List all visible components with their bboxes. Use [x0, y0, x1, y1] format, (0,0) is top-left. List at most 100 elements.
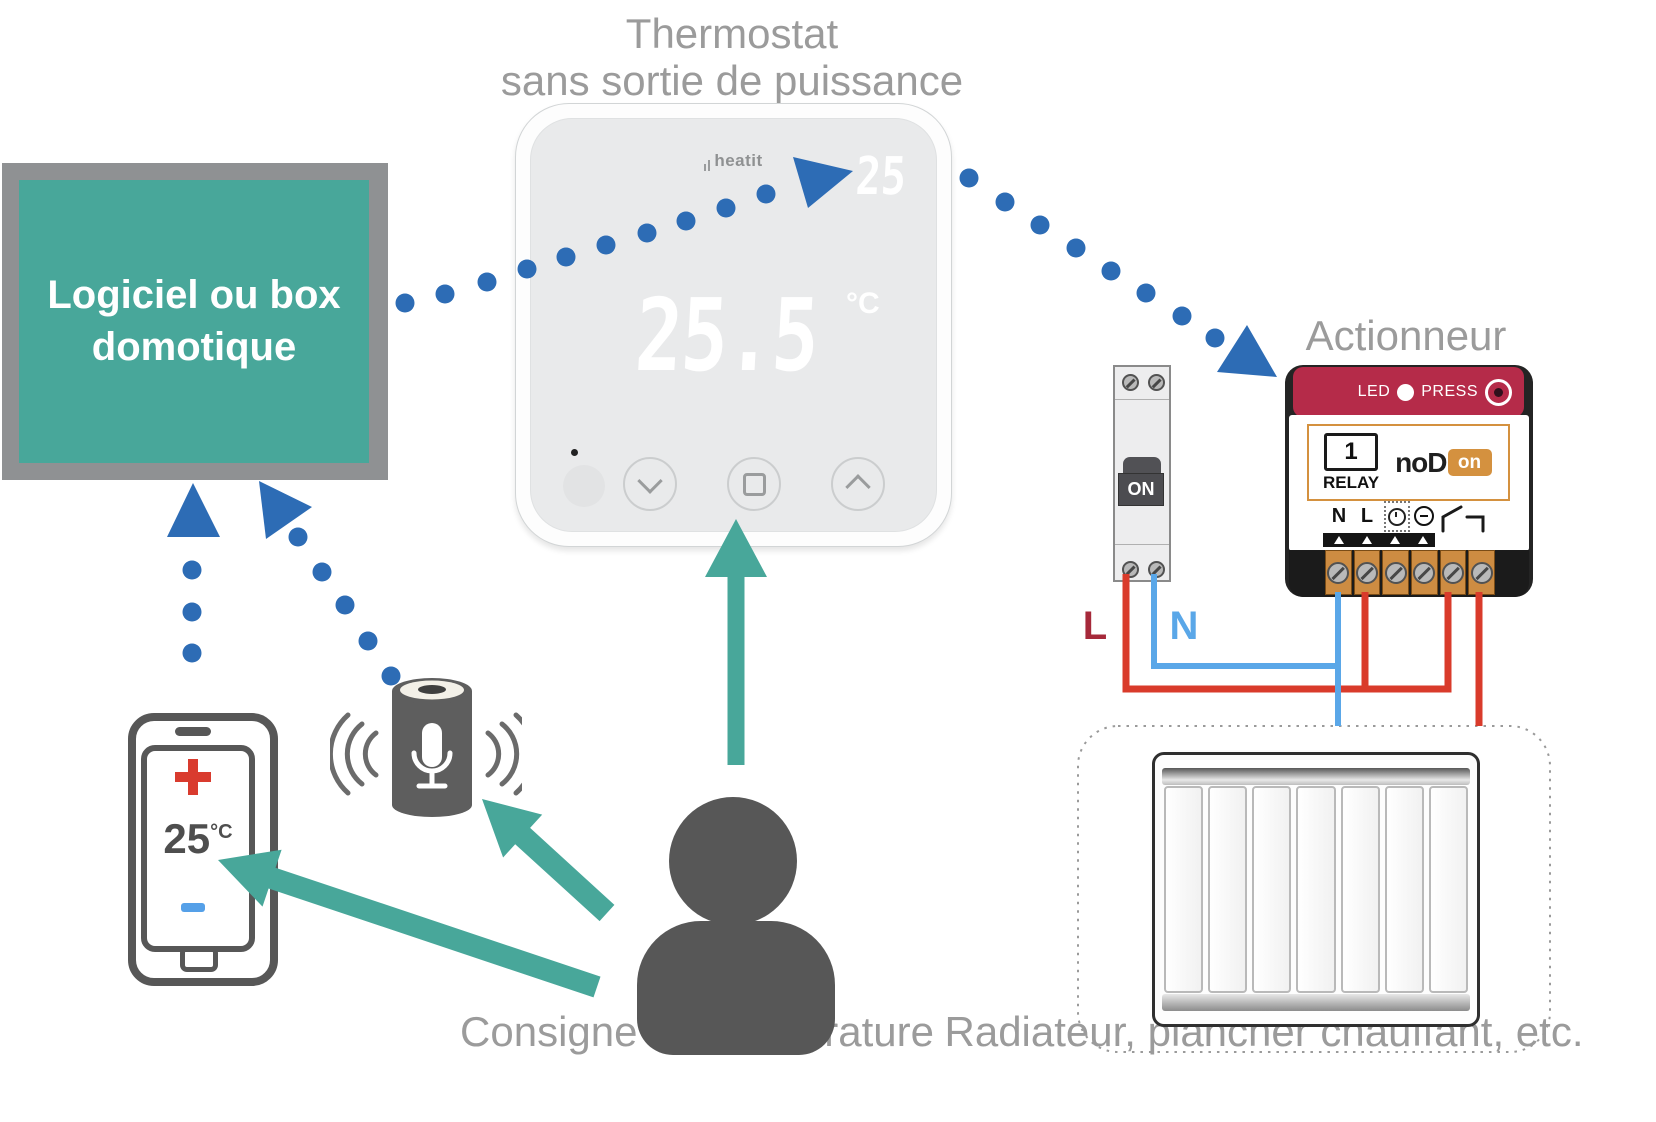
actuator-device: LED PRESS 1 RELAY noD on N L [1285, 365, 1533, 597]
dotted-line-speaker-to-box [288, 527, 401, 686]
terminal-arrow-icon [1334, 536, 1344, 544]
box-label-line1: Logiciel ou box [47, 273, 341, 318]
square-button-icon [742, 472, 766, 496]
box-label-line2: domotique [91, 324, 297, 369]
person-body [637, 921, 835, 1055]
terminal-arrow-icon [1362, 536, 1372, 544]
dot-icon [182, 643, 202, 663]
radiator-slat [1428, 786, 1468, 993]
radiator-slat [1384, 786, 1424, 993]
neutral-wire-label: N [1169, 604, 1199, 648]
terminal-row [1325, 550, 1496, 595]
minus-circle-icon [1414, 506, 1434, 526]
screw-icon [1470, 561, 1493, 584]
thermostat-temperature-display: 25.5 [632, 277, 821, 394]
press-button-icon [1485, 378, 1512, 406]
dotted-line-phone-to-box [182, 560, 202, 663]
thermostat-confirm-button [727, 457, 781, 511]
dot-icon [477, 272, 497, 292]
relay-count-block: 1 RELAY [1323, 432, 1380, 493]
arrowhead-phone-to-box-icon [167, 483, 220, 537]
led-indicator-icon [1397, 383, 1415, 401]
screw-icon [1384, 561, 1407, 584]
dotted-line-thermostat-to-actuator [959, 168, 1225, 348]
terminal-arrow-icon [1418, 536, 1428, 544]
thermostat-unit: °C [846, 287, 880, 320]
dot-icon [1136, 283, 1156, 303]
nodon-logo-chip: on [1447, 449, 1492, 476]
person-icon [669, 797, 797, 925]
dot-icon [1101, 261, 1121, 281]
dot-icon [335, 595, 355, 615]
terminal-label-l: L [1360, 505, 1374, 527]
breaker-divider [1115, 399, 1169, 400]
thermostat-face: heatit 25 25.5 °C [530, 118, 937, 532]
thermostat-title: Thermostat sans sortie de puissance [501, 10, 963, 104]
terminal-cell [1439, 550, 1467, 595]
dot-icon [395, 293, 415, 313]
radiator-slats [1162, 786, 1470, 993]
phone-screen: 25°C [141, 745, 255, 952]
thermostat-brand: heatit [714, 151, 763, 170]
radiator-slat [1208, 786, 1248, 993]
terminal-arrow-strip [1323, 533, 1435, 547]
radiator-slat [1164, 786, 1204, 993]
screw-icon [1327, 561, 1350, 584]
timer-icon [1384, 501, 1410, 532]
live-wire-label: L [1082, 604, 1108, 648]
radiator-slat [1252, 786, 1292, 993]
breaker-divider [1115, 544, 1169, 545]
phone-temperature-value: 25 [163, 815, 211, 862]
thermostat-up-button [831, 457, 885, 511]
radiator-slat [1296, 786, 1336, 993]
terminal-cell [1353, 550, 1381, 595]
screw-icon [1356, 561, 1378, 584]
dot-icon [182, 602, 202, 622]
screw-icon [1122, 374, 1139, 391]
terminal-label-n: N [1331, 505, 1347, 527]
radiator-bottom-bar [1162, 994, 1470, 1011]
circuit-breaker: ON [1113, 365, 1171, 582]
relay-count: 1 [1324, 432, 1379, 471]
screw-icon [1413, 561, 1436, 584]
screw-icon [1148, 561, 1165, 578]
nodon-logo: noD on [1395, 447, 1492, 479]
chevron-up-icon [845, 474, 871, 500]
terminal-arrow-icon [1390, 536, 1400, 544]
phone-temperature: 25°C [147, 815, 249, 863]
terminal-cell [1468, 550, 1496, 595]
arrowhead-speaker-to-box-icon [259, 481, 312, 539]
thermostat-title-line1: Thermostat [625, 10, 839, 57]
led-label: LED [1357, 383, 1391, 400]
brand-bar-icon [708, 160, 711, 171]
brand-bar-icon [704, 164, 707, 171]
radiator-top-bar [1162, 768, 1470, 785]
actuator-label-frame: 1 RELAY noD on [1307, 424, 1510, 501]
sound-waves-left-icon [330, 712, 379, 796]
relay-label: RELAY [1323, 472, 1380, 492]
phone-temperature-unit: °C [210, 821, 233, 843]
phone-speaker-slot [175, 727, 211, 736]
breaker-switch-label: ON [1127, 479, 1155, 499]
thermostat-blank-button [563, 465, 605, 507]
breaker-switch: ON [1118, 473, 1164, 506]
thermostat-title-line2: sans sortie de puissance [500, 57, 964, 105]
phone-home-button [180, 946, 218, 972]
thermostat-down-button [623, 457, 677, 511]
thermostat-setpoint-display: 25 [854, 147, 908, 207]
actuator-top-band: LED PRESS [1293, 367, 1524, 417]
voice-assistant [330, 678, 522, 817]
chevron-down-icon [637, 468, 663, 494]
screw-icon [1148, 374, 1165, 391]
arrowhead-thermostat-to-actuator-icon [1217, 325, 1277, 377]
dot-icon [1172, 306, 1192, 326]
thermostat-sensor-dot [571, 449, 578, 456]
thermostat-device: heatit 25 25.5 °C [515, 103, 952, 547]
radiator-slat [1340, 786, 1380, 993]
dot-icon [312, 562, 332, 582]
radiator [1152, 752, 1480, 1027]
sound-waves-right-icon [485, 712, 522, 796]
screw-icon [1122, 561, 1139, 578]
terminal-cell [1325, 550, 1352, 595]
switch-symbol-icon [1441, 505, 1485, 533]
